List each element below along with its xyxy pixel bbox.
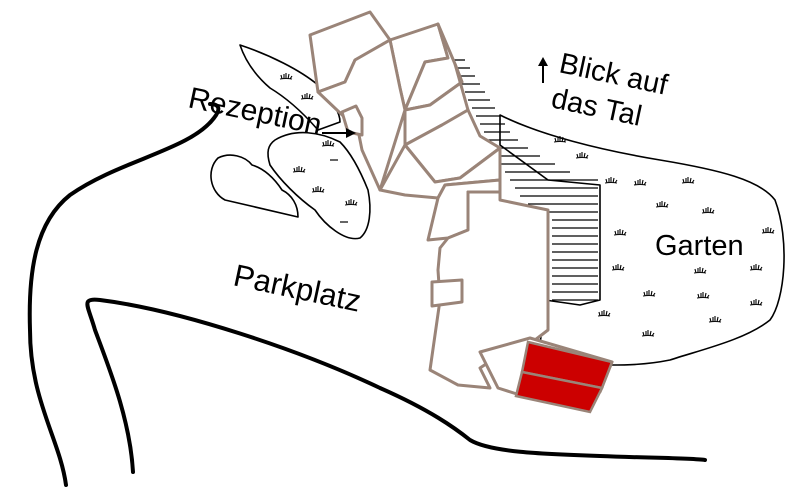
arrow-up-icon [538, 57, 548, 83]
reception-label: Rezeption [186, 82, 325, 142]
garden-label: Garten [655, 230, 744, 262]
highlighted-room [514, 340, 614, 414]
parking-label: Parkplatz [231, 258, 365, 319]
road [27, 102, 707, 487]
green-islands [210, 44, 371, 240]
garden-area [499, 114, 785, 366]
arrow-right-icon [322, 128, 356, 138]
hotel-buildings [308, 10, 614, 397]
